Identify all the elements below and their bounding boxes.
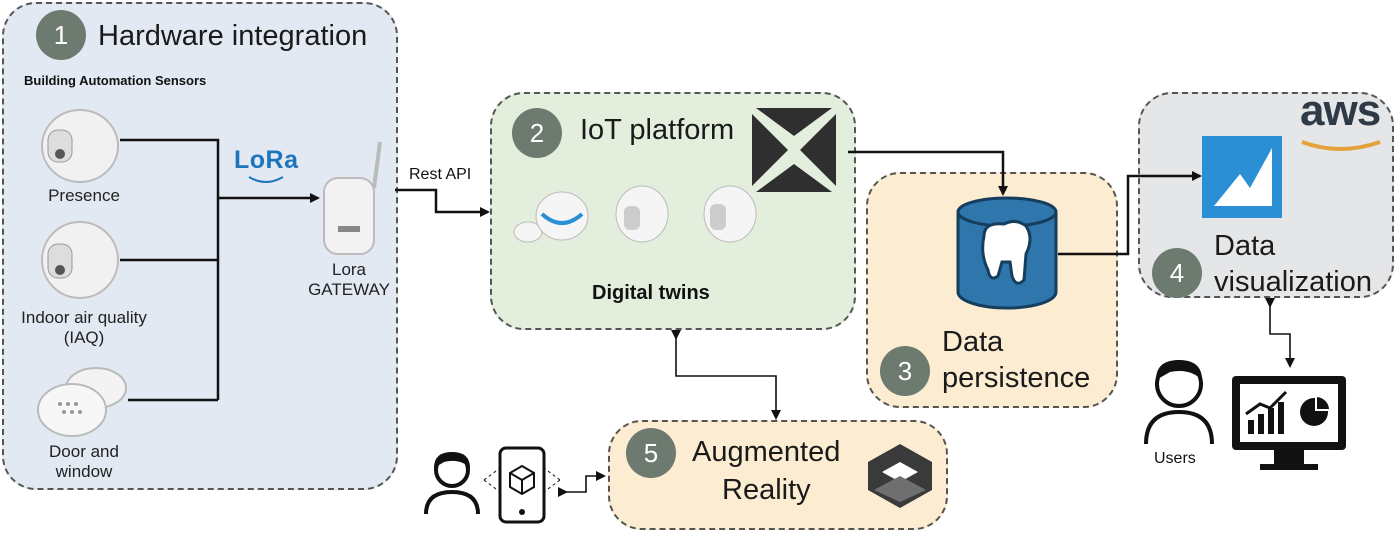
persistence-title-line2: persistence — [942, 362, 1091, 394]
ar-user-icon — [424, 452, 480, 515]
dashboard-monitor-icon — [1232, 376, 1346, 470]
badge-1: 1 — [36, 10, 86, 60]
rest-api-label: Rest API — [409, 166, 472, 183]
hardware-title: Hardware integration — [98, 20, 368, 52]
door-label-line1: Door and — [49, 442, 119, 461]
users-label: Users — [1154, 450, 1196, 467]
badge-3: 3 — [880, 346, 930, 396]
badge-4: 4 — [1152, 248, 1202, 298]
vis-to-monitor-link — [1265, 298, 1295, 368]
door-window-sensor-icon — [37, 367, 127, 437]
iot-title: IoT platform — [580, 114, 735, 146]
ar-title-line1: Augmented — [692, 436, 841, 468]
postgresql-database-icon — [956, 196, 1058, 310]
door-label-line2: window — [55, 462, 113, 481]
iaq-label-line2: (IAQ) — [63, 328, 105, 347]
sensors-subtitle: Building Automation Sensors — [24, 73, 207, 88]
ar-title-line2: Reality — [722, 474, 811, 506]
presence-link — [120, 138, 220, 400]
presence-sensor-icon — [41, 109, 119, 183]
rest-api-link — [395, 188, 490, 217]
iaq-sensor-icon — [41, 221, 119, 299]
gateway-label-line2: GATEWAY — [308, 280, 390, 299]
iot-to-db-link — [848, 150, 1008, 196]
visualization-title-line2: visualization — [1214, 266, 1372, 298]
iot-platform-logo-icon — [752, 108, 836, 192]
iaq-label-line1: Indoor air quality — [21, 308, 147, 327]
aws-smile-icon — [1301, 140, 1381, 151]
lora-gateway-icon — [323, 141, 382, 255]
presence-label: Presence — [48, 186, 120, 205]
gateway-label-line1: Lora — [331, 260, 367, 279]
ar-cube-logo-icon — [868, 444, 932, 508]
lora-logo: LoRa — [234, 146, 299, 174]
aws-logo: aws — [1300, 86, 1381, 135]
phone-to-ar-link — [558, 471, 606, 497]
digital-twins-caption: Digital twins — [592, 282, 710, 304]
visualization-title-line1: Data — [1214, 230, 1276, 262]
db-to-vis-link — [1058, 171, 1202, 256]
users-icon — [1144, 360, 1214, 445]
persistence-title-line1: Data — [942, 326, 1004, 358]
badge-2: 2 — [512, 108, 562, 158]
badge-5: 5 — [626, 428, 676, 478]
ar-smartphone-icon — [483, 446, 561, 524]
quicksight-logo-icon — [1202, 136, 1282, 218]
digital-twins-devices-icon — [513, 185, 757, 243]
lora-waves-icon — [248, 176, 284, 183]
iot-to-ar-link — [671, 330, 781, 420]
